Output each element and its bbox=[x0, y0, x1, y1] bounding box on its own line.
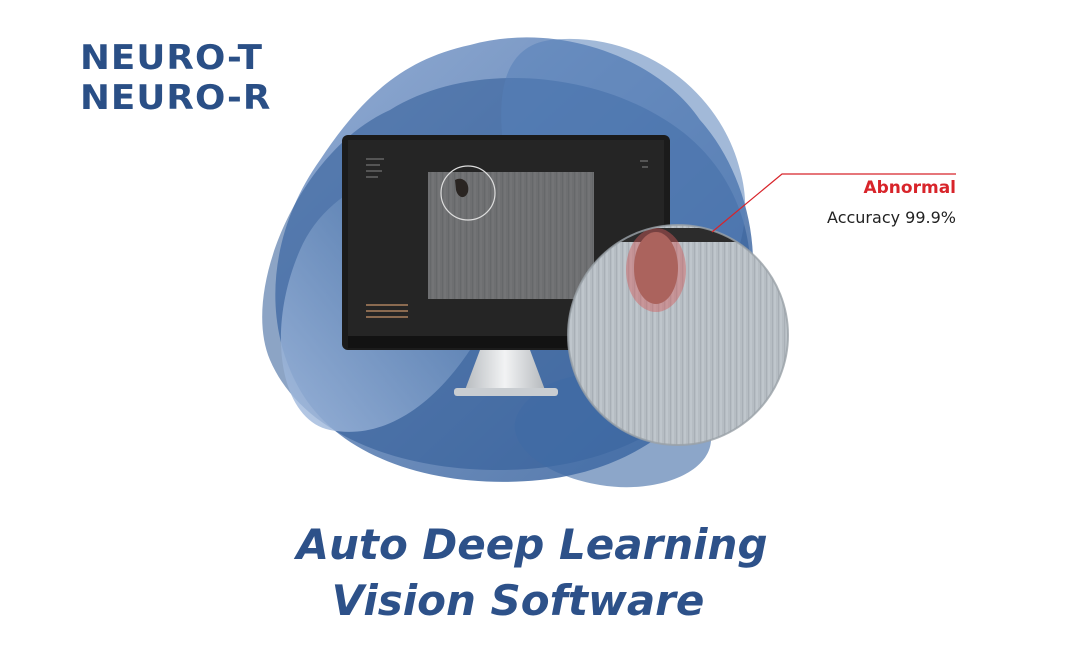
abnormal-label: Abnormal bbox=[863, 178, 956, 198]
accuracy-label: Accuracy 99.9% bbox=[827, 208, 956, 227]
headline-line-2: Vision Software bbox=[331, 576, 705, 625]
monitor bbox=[342, 135, 670, 396]
headline-line-1: Auto Deep Learning bbox=[296, 520, 768, 569]
logo-line-neuro-t: NEURO-T bbox=[80, 38, 264, 78]
product-logo: NEURO-T NEURO-R bbox=[80, 38, 271, 118]
logo-line-neuro-r: NEURO-R bbox=[80, 78, 272, 118]
magnifier-lens bbox=[567, 224, 789, 446]
callout-pointer bbox=[711, 173, 956, 233]
